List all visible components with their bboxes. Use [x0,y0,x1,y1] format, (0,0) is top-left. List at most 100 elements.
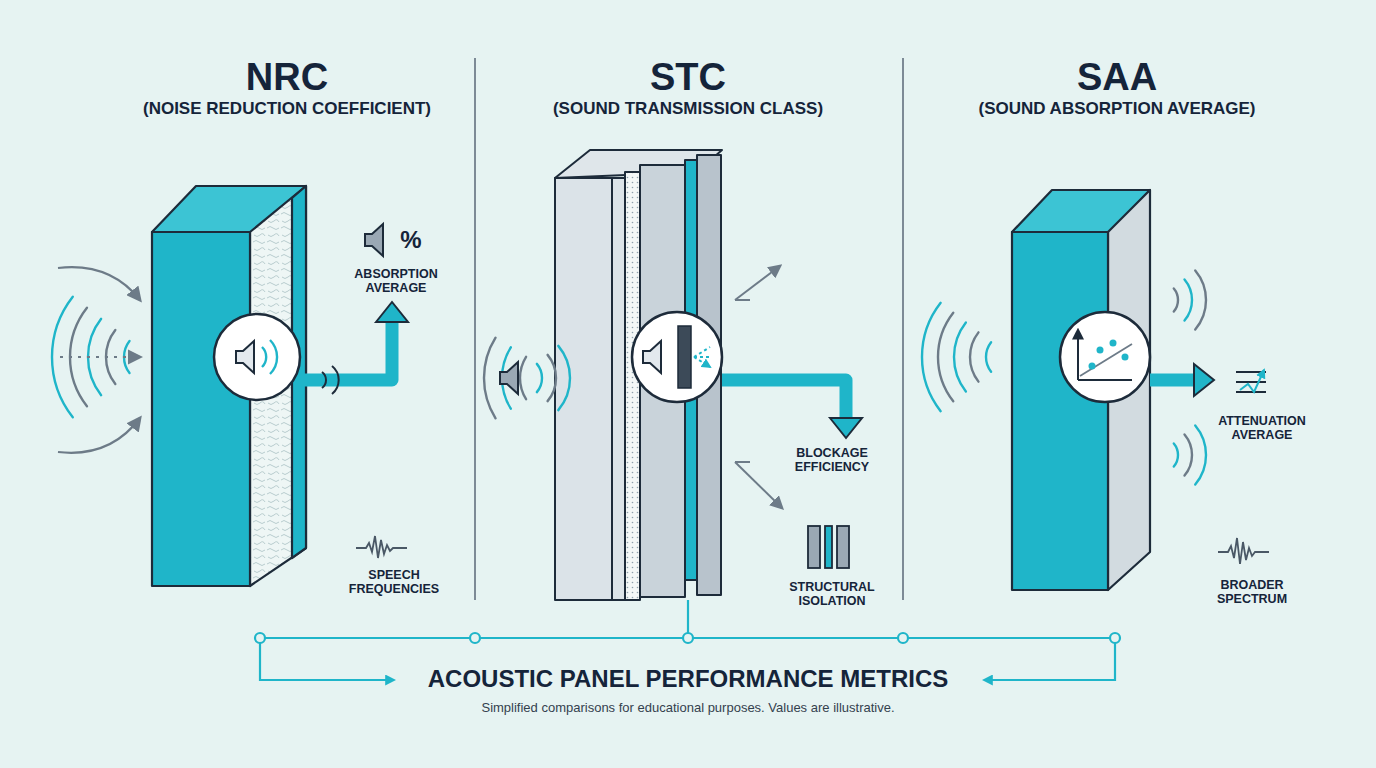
percent-speaker-icon [365,224,383,256]
dividers-part [902,58,904,600]
saa-lens-part [1089,363,1096,370]
isolation-icon-part [837,526,849,568]
caption-note: Simplified comparisons for educational p… [481,701,894,716]
reflection-arrows-part [735,461,750,463]
reflection-arrows-part [735,299,750,301]
nrc-lens-part [214,314,300,400]
absorption-arrow-part [300,322,392,380]
panel-subtitle: (SOUND ABSORPTION AVERAGE) [978,99,1255,119]
bracket-part [1110,633,1120,643]
stc-lens-part [694,347,712,367]
saa-lens-part [1122,354,1129,361]
blockage-arrow-part [722,380,846,420]
nrc-lens-part [262,340,277,374]
wave-arc [986,342,991,372]
panel-heading: NRC [246,56,328,100]
stc-wall-part [625,172,640,600]
wave-arc [954,323,966,392]
saa-lens-part [1078,330,1132,380]
bracket-part [683,633,693,643]
wave-arc [1185,279,1192,320]
panel-subtitle: (SOUND TRANSMISSION CLASS) [553,99,823,119]
icon-symbol: % [400,226,421,254]
wave-arc [938,313,953,402]
stc-lens-part [678,326,691,388]
sound-waves [52,297,130,418]
waveform-icon [1218,538,1269,564]
attenuation-icon [1236,370,1266,392]
metric-label: BROADER SPECTRUM [1197,578,1307,607]
wave-arc [558,346,570,410]
attenuation-arrow-part [1194,364,1214,396]
blockage-arrow-part [830,418,862,438]
stc-wall-part [555,178,625,600]
reflection-arrows-part [735,462,782,508]
nrc-lens-part [236,341,254,373]
nrc-panel-part [152,232,250,586]
incoming-arrows-part [58,418,140,453]
wave-arc [484,338,496,419]
stc-lens-part [643,341,661,373]
saa-panel-part [1012,232,1108,590]
bracket-part [898,633,908,643]
attenuation-arrow [1150,364,1214,396]
panel-heading: SAA [1077,56,1157,100]
wave-arc [548,355,556,401]
sound-waves [484,338,570,419]
metric-label: SPEECH FREQUENCIES [339,568,449,597]
panel-subtitle: (NOISE REDUCTION COEFFICIENT) [143,99,431,119]
absorption-arrow-part [300,318,392,380]
dividers [475,58,903,600]
saa-lens-part [1080,344,1132,376]
saa-lens-part [1097,347,1104,354]
sound-waves [922,270,1206,484]
wave-arc [922,303,941,411]
saa-lens [1060,312,1150,402]
source-speaker-part [500,362,518,394]
stc-wall [555,150,722,600]
bracket-part [470,633,480,643]
diagram-title: ACOUSTIC PANEL PERFORMANCE METRICS [428,665,948,693]
wave-arc [537,364,542,392]
attenuation-icon-part [1240,370,1264,392]
nrc-lens [214,314,300,400]
wave-arc [520,357,526,399]
incoming-arrows-part [60,356,140,358]
stc-wall-part [611,178,613,600]
wave-arc [1195,425,1206,484]
absorption-arrow-part [322,366,339,394]
stc-lens-part [632,312,722,402]
isolation-icon-part [825,526,832,568]
metric-label: ATTENUATION AVERAGE [1207,414,1317,443]
stc-lens [632,312,722,402]
isolation-icon [808,526,849,568]
bracket-part [984,643,1115,680]
reflection-arrows-part [735,266,780,300]
saa-panel [1012,190,1150,590]
bracket-part [255,633,265,643]
wave-arc [1174,288,1178,311]
absorption-arrow-part [376,302,408,322]
waveform-icon [356,536,407,558]
wave-arc [970,332,978,381]
saa-lens-part [1110,340,1117,347]
nrc-panel [152,186,306,586]
incoming-arrows [58,267,140,453]
source-speaker [500,362,518,394]
wave-arc [1195,270,1206,329]
absorption-arrow [300,302,408,394]
attenuation-arrow-part [1150,374,1196,387]
dividers-part [474,58,476,600]
blockage-arrow [722,380,862,438]
reflection-arrows [735,266,782,508]
waveform-icon-part [1218,538,1269,564]
waveform-icon-part [356,536,407,558]
wave-arc [1185,434,1192,475]
wave-arc [1174,443,1178,466]
panel-heading: STC [650,56,726,100]
bracket-part [260,643,394,680]
metric-label: ABSORPTION AVERAGE [341,267,451,296]
metric-label: STRUCTURAL ISOLATION [777,580,887,609]
bracket-part [687,600,689,633]
percent-speaker-icon-part [365,224,383,256]
